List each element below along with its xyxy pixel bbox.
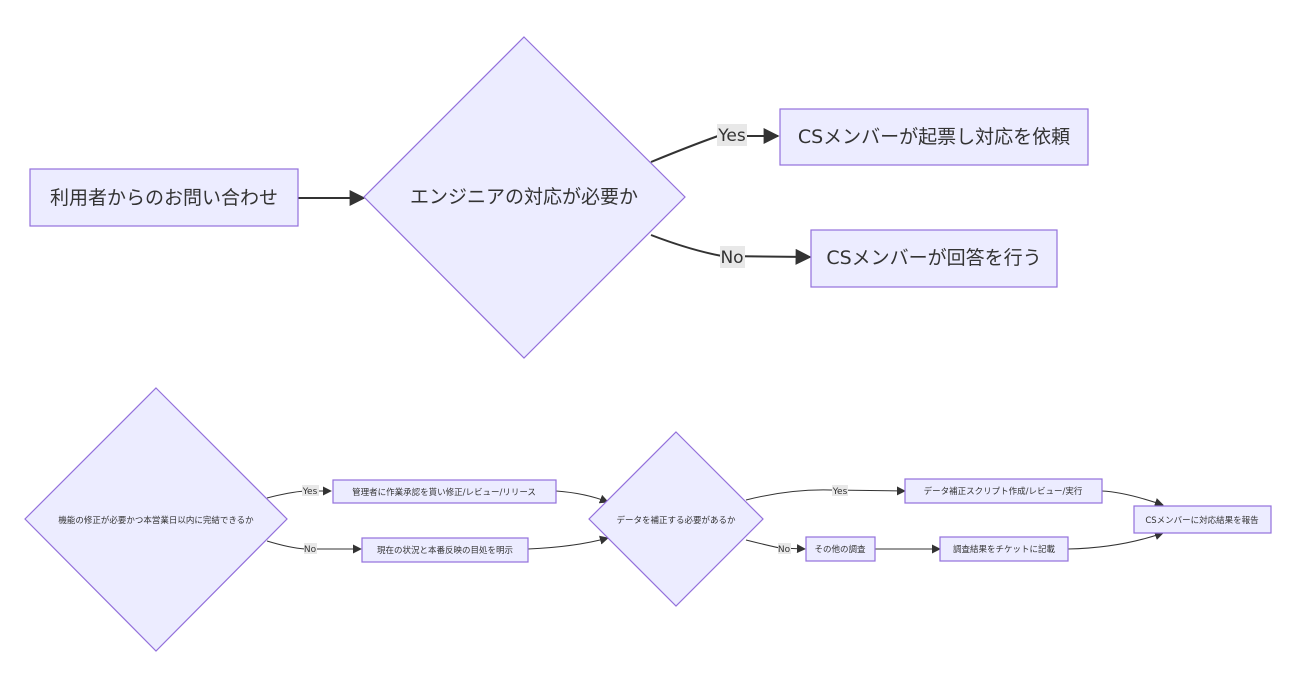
- edge-status-to-data: [527, 535, 609, 550]
- edge-script-to-report: [1101, 490, 1164, 507]
- node-record-ticket[interactable]: 調査結果をチケットに記載: [939, 536, 1069, 562]
- edge-fix-yes: [266, 486, 332, 499]
- edge-label-no: No: [720, 246, 745, 268]
- node-record-ticket-label: 調査結果をチケットに記載: [953, 544, 1056, 555]
- edge-data-no: [745, 539, 806, 554]
- node-cs-answer-label: CSメンバーが回答を行う: [826, 247, 1041, 269]
- edge-approve-to-data: [555, 490, 609, 504]
- node-other-investigation-label: その他の調査: [814, 544, 866, 555]
- node-inquiry[interactable]: 利用者からのお問い合わせ: [29, 168, 299, 227]
- edge-label-yes: Yes: [717, 124, 747, 146]
- node-data-decision-label: データを補正する必要があるか: [616, 515, 736, 526]
- flow1: Yes No 利用者からのお問い合わせ エンジニアの対応が必要か CSメンバーが…: [29, 36, 1089, 359]
- edge-label-fix-no-text: No: [304, 545, 317, 555]
- node-state-status[interactable]: 現在の状況と本番反映の目処を明示: [361, 537, 529, 563]
- node-fix-decision-label: 機能の修正が必要かつ本営業日以内に完結できるか: [58, 515, 254, 526]
- edge-label-no-text: No: [720, 248, 743, 268]
- flow2: Yes No Yes No 機能の修正が必要かつ本営業日以内に完結できるか 管理…: [24, 387, 1272, 652]
- edge-label-fix-yes-text: Yes: [302, 487, 318, 497]
- node-need-engineer-label: エンジニアの対応が必要か: [410, 186, 638, 208]
- node-other-investigation[interactable]: その他の調査: [805, 536, 876, 562]
- edge-record-to-report: [1067, 531, 1164, 550]
- edge-label-data-yes: Yes: [832, 485, 848, 497]
- edge-decision-yes: [650, 128, 780, 163]
- node-data-script[interactable]: データ補正スクリプト作成/レビュー/実行: [904, 478, 1103, 504]
- edge-label-data-no: No: [778, 543, 791, 555]
- edge-label-data-yes-text: Yes: [832, 487, 848, 497]
- node-cs-answer[interactable]: CSメンバーが回答を行う: [810, 229, 1058, 288]
- edge-label-data-no-text: No: [778, 545, 791, 555]
- node-report-cs-label: CSメンバーに対応結果を報告: [1145, 515, 1258, 526]
- node-data-script-label: データ補正スクリプト作成/レビュー/実行: [924, 486, 1083, 497]
- node-approve-fix[interactable]: 管理者に作業承認を貰い修正/レビュー/リリース: [332, 479, 557, 504]
- node-ticket[interactable]: CSメンバーが起票し対応を依頼: [779, 108, 1089, 166]
- node-state-status-label: 現在の状況と本番反映の目処を明示: [377, 545, 513, 556]
- edge-data-yes: [745, 486, 906, 501]
- edge-label-fix-no: No: [304, 543, 317, 555]
- edge-label-fix-yes: Yes: [302, 485, 319, 497]
- node-approve-fix-label: 管理者に作業承認を貰い修正/レビュー/リリース: [352, 487, 536, 498]
- node-report-cs[interactable]: CSメンバーに対応結果を報告: [1133, 505, 1272, 534]
- edge-label-yes-text: Yes: [717, 126, 746, 146]
- node-ticket-label: CSメンバーが起票し対応を依頼: [798, 126, 1070, 148]
- node-data-decision[interactable]: データを補正する必要があるか: [588, 431, 764, 607]
- node-inquiry-label: 利用者からのお問い合わせ: [50, 187, 278, 209]
- node-fix-decision[interactable]: 機能の修正が必要かつ本営業日以内に完結できるか: [24, 387, 288, 652]
- node-need-engineer-decision[interactable]: エンジニアの対応が必要か: [363, 36, 686, 359]
